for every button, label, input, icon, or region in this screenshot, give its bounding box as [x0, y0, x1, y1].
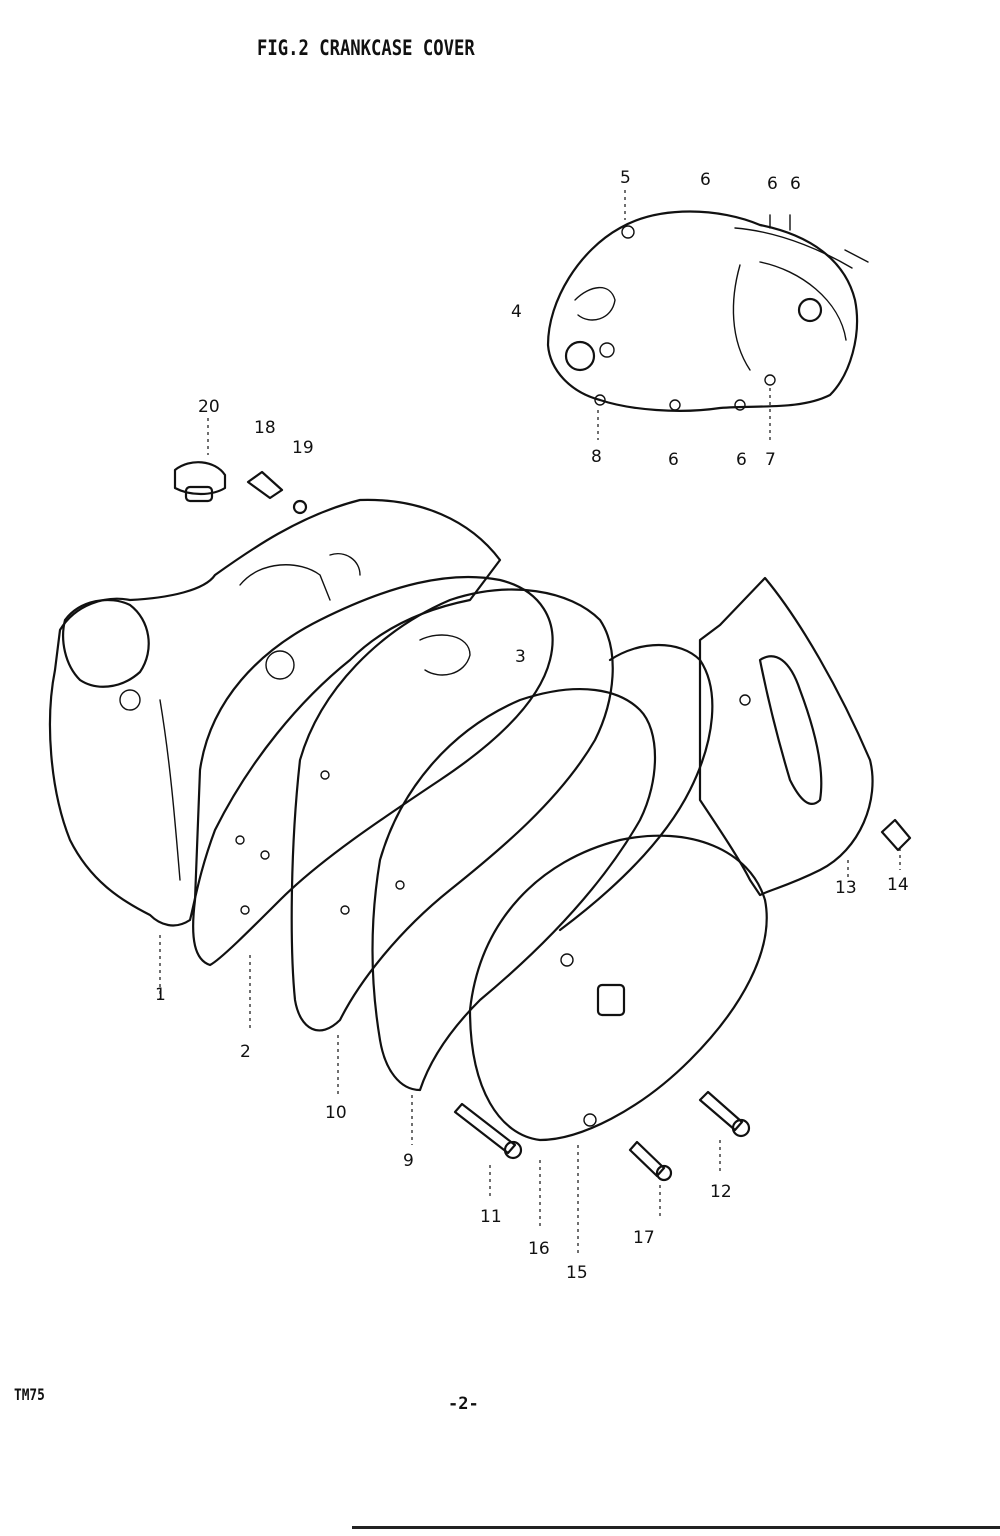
screw-part-11	[453, 1102, 523, 1160]
screw-part-14	[880, 818, 912, 852]
screw-part-12	[698, 1090, 751, 1138]
callout-6-bottom-a: 6	[668, 450, 679, 470]
oil-filler-cap-part-20	[173, 461, 227, 503]
page-number: -2-	[448, 1394, 479, 1414]
callout-14: 14	[887, 875, 909, 895]
callout-10: 10	[325, 1103, 347, 1123]
callout-9: 9	[403, 1151, 414, 1171]
callout-6-top-a: 6	[700, 170, 711, 190]
callout-6-top-b: 6	[767, 174, 778, 194]
callout-4: 4	[511, 302, 522, 322]
callout-19: 19	[292, 438, 314, 458]
callout-16: 16	[528, 1239, 550, 1259]
outer-cover-part-9	[371, 644, 714, 1092]
callout-13: 13	[835, 878, 857, 898]
model-code: TM75	[14, 1385, 45, 1404]
callout-labels: 2 3 4 5 6 6 6 6 6 7 8 9 10 11 12 13 14 1…	[155, 168, 909, 1283]
screw-part-17	[628, 1140, 673, 1182]
callout-17: 17	[633, 1228, 655, 1248]
screw-part-18	[246, 470, 284, 500]
figure-title: FIG.2 CRANKCASE COVER	[257, 36, 475, 60]
bottom-rule	[352, 1526, 1000, 1529]
guard-part-13	[698, 576, 874, 897]
gasket-part-2	[192, 575, 554, 967]
callout-3: 3	[515, 647, 526, 667]
callout-6-bottom-b: 6	[736, 450, 747, 470]
callout-18: 18	[254, 418, 276, 438]
inset-cover-inner-view	[546, 210, 869, 412]
callout-20: 20	[198, 397, 220, 417]
callout-12: 12	[710, 1182, 732, 1202]
crankcase-part-1	[48, 498, 502, 927]
washer-part-19	[292, 499, 308, 515]
callout-8: 8	[591, 447, 602, 467]
cover-plate-part-15	[468, 834, 768, 1142]
callout-5: 5	[620, 168, 631, 188]
callout-6-top-c: 6	[790, 174, 801, 194]
callout-11: 11	[480, 1207, 502, 1227]
cover-part-3	[290, 588, 614, 1032]
callout-2: 2	[240, 1042, 251, 1062]
callout-1: 1	[155, 985, 166, 1005]
callout-15: 15	[566, 1263, 588, 1283]
leader-lines	[159, 190, 901, 1255]
callout-7: 7	[765, 450, 776, 470]
